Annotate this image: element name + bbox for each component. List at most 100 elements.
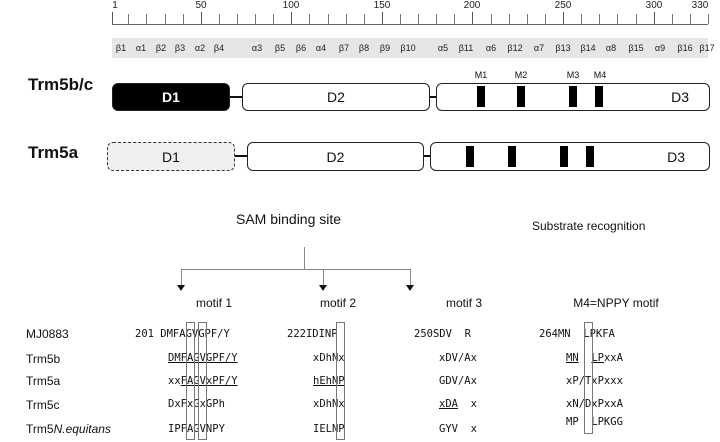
motif-bar-m4-trm5a	[586, 146, 594, 167]
ruler-tick	[472, 12, 473, 24]
seq-mj0883-motif2: 222IDINP	[287, 328, 338, 340]
secondary-structure-label: α7	[533, 43, 545, 53]
arrowhead-motif3	[406, 285, 414, 291]
secondary-structure-label: α6	[485, 43, 497, 53]
secondary-structure-label: β5	[274, 43, 286, 53]
ruler-tick	[418, 14, 419, 24]
ruler-tick	[672, 14, 673, 24]
seq-mj0883-m4: 264MN LPKFA	[539, 328, 615, 340]
ruler-label: 150	[373, 0, 391, 11]
sam-binding-heading: SAM binding site	[236, 211, 342, 227]
ruler-tick	[527, 14, 528, 24]
linker-d2-d3-trm5a	[424, 155, 430, 157]
domain-d3-label: D3	[667, 148, 685, 165]
ruler-tick	[309, 14, 310, 24]
row-label-trm5-nequitans: Trm5N.equitans	[26, 422, 111, 436]
motif-bar-m2-trm5bc	[517, 86, 525, 107]
ruler-tick	[400, 14, 401, 24]
secondary-structure-label: β1	[115, 43, 127, 53]
row-label-trm5c: Trm5c	[26, 398, 60, 412]
motif-bar-m1-trm5a	[466, 146, 474, 167]
linker-d2-d3-trm5bc	[430, 96, 436, 98]
ruler-tick	[255, 14, 256, 24]
ruler-tick	[690, 14, 691, 24]
ruler-tick	[581, 14, 582, 24]
secondary-structure-label: β12	[507, 43, 523, 53]
ruler-tick	[165, 14, 166, 24]
ruler-tick	[545, 14, 546, 24]
tree-branch-motif2	[323, 269, 324, 286]
row-label-trm5a: Trm5a	[26, 374, 61, 388]
column-motif1: motif 1	[195, 296, 233, 310]
motif-label-m2: M2	[514, 70, 528, 80]
ruler-axis	[112, 24, 708, 25]
conserved-box-m4	[584, 322, 593, 434]
ruler-tick	[219, 14, 220, 24]
column-m4-nppy: M4=NPPY motif	[573, 296, 659, 310]
row-label-mj0883: MJ0883	[26, 327, 69, 341]
ruler-tick	[364, 14, 365, 24]
ruler-tick	[183, 14, 184, 24]
secondary-structure-label: α3	[251, 43, 263, 53]
seq-trm5b-m4: MN LPxxA	[566, 352, 623, 364]
domain-d2-trm5a: D2	[247, 142, 424, 171]
ruler-tick	[346, 14, 347, 24]
motif-label-m1: M1	[474, 70, 488, 80]
motif-label-m4: M4	[593, 70, 607, 80]
seq-unmarked: x	[457, 398, 477, 410]
ruler-tick	[112, 12, 113, 24]
ruler-tick	[491, 14, 492, 24]
seq-unmarked: xxA	[603, 352, 623, 364]
substrate-recognition-heading: Substrate recognition	[532, 219, 646, 233]
ruler-tick	[146, 14, 147, 24]
tree-branch-motif3	[410, 269, 411, 286]
construct-label-trm5a: Trm5a	[28, 143, 79, 162]
domain-d3-label: D3	[671, 89, 689, 105]
ruler-tick	[436, 14, 437, 24]
secondary-structure-label: α5	[437, 43, 449, 53]
domain-d1-trm5bc: D1	[112, 83, 230, 111]
motif-label-m3: M3	[566, 70, 580, 80]
secondary-structure-label: β16	[677, 43, 693, 53]
secondary-structure-label: α4	[315, 43, 327, 53]
column-motif3: motif 3	[445, 296, 483, 310]
secondary-structure-label: β7	[338, 43, 350, 53]
ruler-label: 1	[112, 0, 118, 11]
motif-bar-m1-trm5bc	[477, 86, 485, 107]
ruler-tick	[636, 14, 637, 24]
secondary-structure-label: β17	[699, 43, 715, 53]
ruler-tick	[237, 14, 238, 24]
ruler-tick	[201, 12, 202, 24]
ruler-tick	[382, 12, 383, 24]
secondary-structure-label: β2	[155, 43, 167, 53]
conserved-box-motif1-a	[186, 322, 195, 440]
column-motif2: motif 2	[319, 296, 357, 310]
seq-trm5c-motif3: xDA x	[439, 398, 477, 410]
secondary-structure-label: β15	[628, 43, 644, 53]
secondary-structure-label: α9	[654, 43, 666, 53]
linker-d1-d2-trm5bc	[230, 96, 242, 98]
arrowhead-motif2	[319, 285, 327, 291]
seq-trm5b-motif3: xDV/Ax	[439, 352, 477, 364]
ruler-tick	[328, 14, 329, 24]
ruler-tick	[454, 14, 455, 24]
secondary-structure-band	[112, 38, 708, 58]
motif-bar-m2-trm5a	[508, 146, 516, 167]
seq-trm5c-motif1: DxFxGxGPh	[168, 398, 225, 410]
secondary-structure-label: β9	[379, 43, 391, 53]
seq-trm5b-motif1: DMFAGVGPF/Y	[168, 352, 238, 364]
seq-trm5a-motif3: GDV/Ax	[439, 375, 477, 387]
domain-d1-trm5a: D1	[107, 142, 235, 171]
secondary-structure-label: β6	[295, 43, 307, 53]
ruler-tick	[708, 14, 709, 24]
seq-underlined: xDA	[439, 398, 458, 410]
domain-d3-trm5a: D3	[430, 142, 710, 171]
secondary-structure-label: β11	[458, 43, 474, 53]
secondary-structure-label: β3	[174, 43, 186, 53]
ruler-tick	[291, 12, 292, 24]
ruler-tick	[563, 12, 564, 24]
secondary-structure-label: α2	[194, 43, 206, 53]
secondary-structure-label: β8	[358, 43, 370, 53]
seq-nequitans-m4: MP LPKGG	[566, 416, 623, 428]
